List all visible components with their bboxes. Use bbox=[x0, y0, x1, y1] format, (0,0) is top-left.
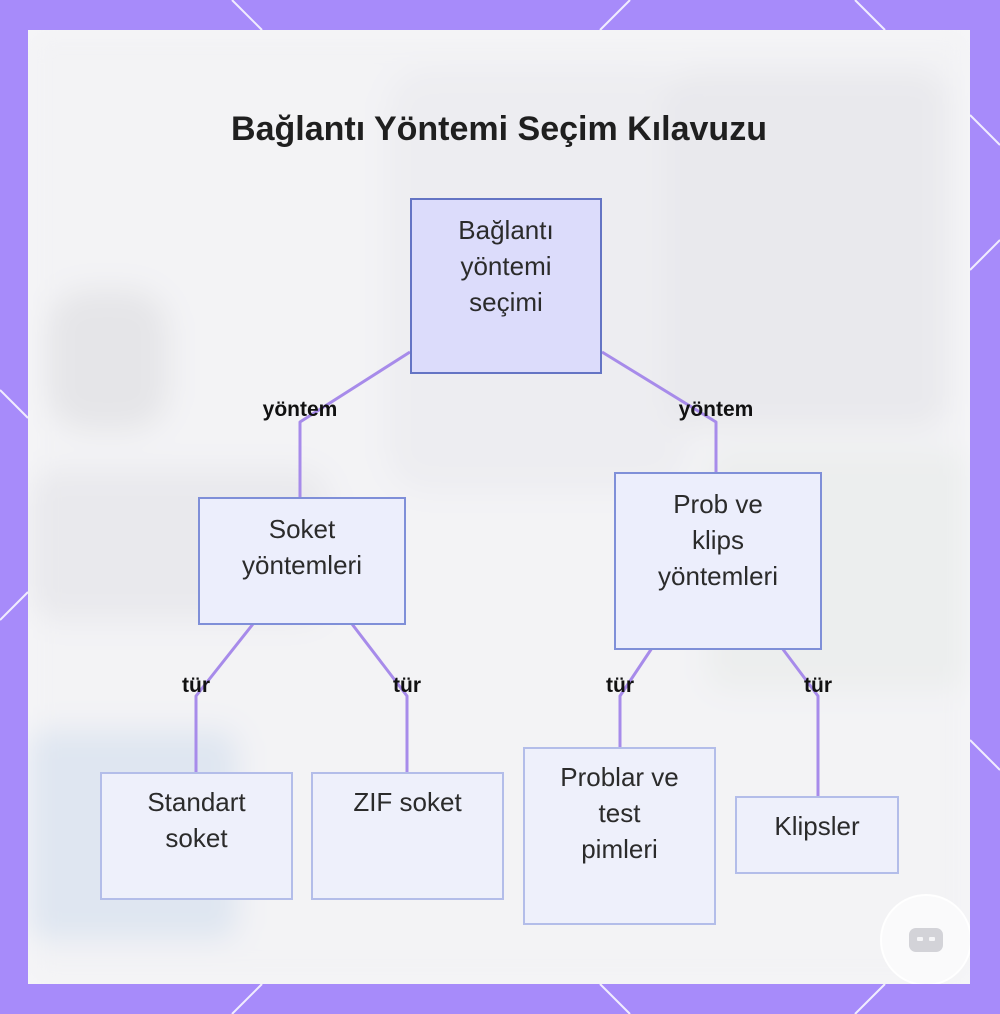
node-pins-line: Problar ve bbox=[560, 762, 679, 792]
node-standard-line: Standart bbox=[147, 787, 246, 817]
edge-socket-standard bbox=[194, 623, 255, 772]
robot-badge bbox=[880, 894, 970, 984]
node-socket-line: Soket bbox=[268, 514, 336, 544]
node-clips-line: Klipsler bbox=[774, 811, 860, 841]
edge-label-yontem-left: yöntem bbox=[262, 398, 338, 421]
node-socket-line: yöntemleri bbox=[242, 550, 362, 580]
node-zif-socket: ZIF soket bbox=[311, 772, 504, 900]
node-root-line: yöntemi bbox=[460, 251, 552, 281]
node-root-line: seçimi bbox=[469, 287, 543, 317]
node-root-line: Bağlantı bbox=[458, 215, 554, 245]
node-probe-line: yöntemleri bbox=[658, 561, 778, 591]
edge-socket-zif bbox=[350, 623, 409, 772]
edge-label-tur-clips: tür bbox=[804, 674, 832, 697]
node-standard-line: soket bbox=[165, 823, 228, 853]
node-root: Bağlantı yöntemi seçimi bbox=[410, 198, 602, 374]
node-probe-line: klips bbox=[691, 525, 744, 555]
edge-label-tur-standard: tür bbox=[182, 674, 210, 697]
node-socket-methods: Soket yöntemleri bbox=[198, 497, 406, 625]
connector-lines bbox=[194, 350, 820, 796]
robot-face-icon bbox=[909, 928, 943, 952]
edge-label-yontem-right: yöntem bbox=[678, 398, 754, 421]
edge-probe-clips bbox=[780, 647, 820, 796]
node-pins-line: test bbox=[598, 798, 641, 828]
node-probe-clip-methods: Prob ve klips yöntemleri bbox=[614, 472, 822, 650]
node-standard-socket: Standart soket bbox=[100, 772, 293, 900]
page-title: Bağlantı Yöntemi Seçim Kılavuzu bbox=[231, 110, 767, 148]
node-zif-line: ZIF soket bbox=[353, 787, 462, 817]
node-clips: Klipsler bbox=[735, 796, 899, 874]
edge-root-probe bbox=[601, 350, 718, 472]
edge-probe-pins bbox=[618, 647, 654, 747]
edge-label-tur-pins: tür bbox=[606, 674, 634, 697]
edge-label-tur-zif: tür bbox=[393, 674, 421, 697]
node-probes-test-pins: Problar ve test pimleri bbox=[523, 747, 716, 925]
node-pins-line: pimleri bbox=[581, 834, 658, 864]
diagram-card: Bağlantı Yöntemi Seçim Kılavuzu yöntem y… bbox=[28, 30, 970, 984]
edge-root-socket bbox=[298, 350, 411, 498]
node-probe-line: Prob ve bbox=[673, 489, 763, 519]
